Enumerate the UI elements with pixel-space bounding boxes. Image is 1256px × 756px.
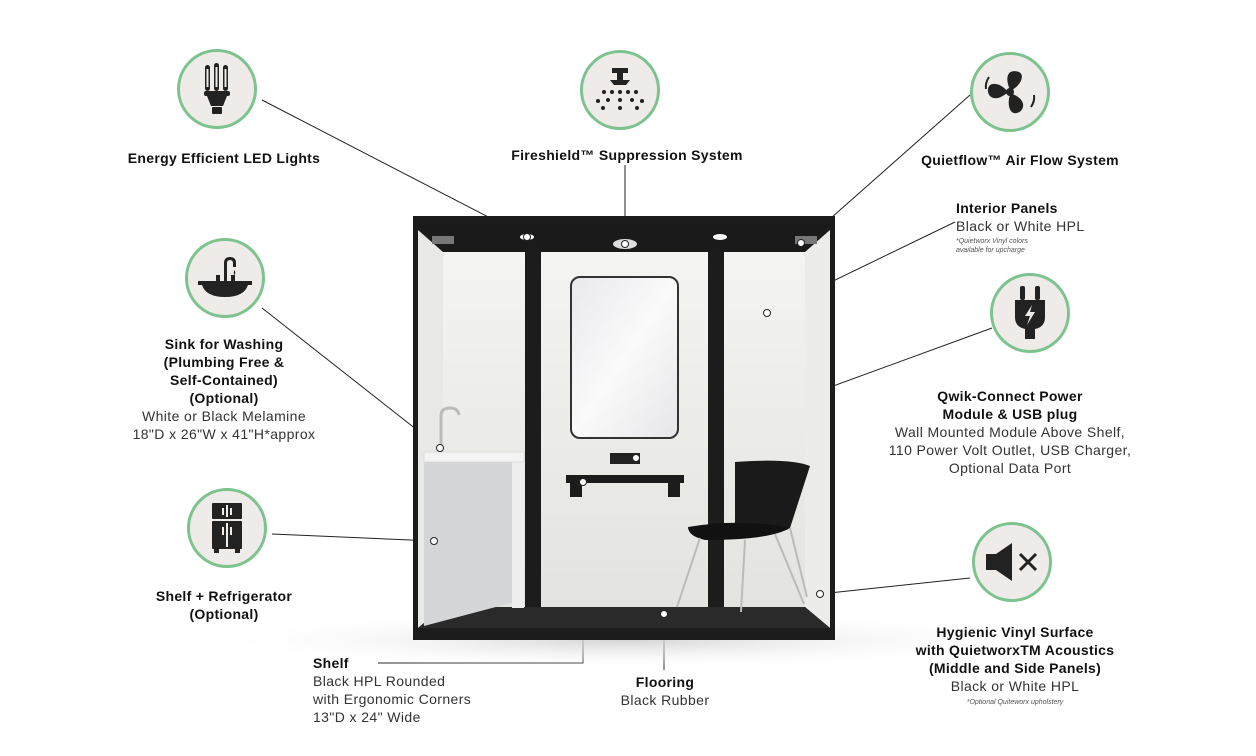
vinyl-label: Hygienic Vinyl Surface with QuietworxTM … xyxy=(885,623,1145,707)
power-label: Qwik-Connect Power Module & USB plug Wal… xyxy=(870,387,1150,477)
power-title-1: Qwik-Connect Power xyxy=(937,388,1083,404)
air-title: Quietflow™ Air Flow System xyxy=(921,152,1119,168)
panels-note-1: *Quietworx Vinyl colors xyxy=(956,238,1028,245)
sink-title-2: (Plumbing Free & xyxy=(163,354,285,370)
fire-label: Fireshield™ Suppression System xyxy=(497,146,757,164)
fan-icon xyxy=(970,52,1050,132)
vinyl-title-2: with QuietworxTM Acoustics xyxy=(915,642,1115,658)
panels-note-2: available for upcharge xyxy=(956,247,1025,254)
led-label: Energy Efficient LED Lights xyxy=(104,149,344,167)
fridge-title-1: Shelf + Refrigerator xyxy=(155,588,293,604)
power-detail-1: Wall Mounted Module Above Shelf, xyxy=(894,424,1126,440)
shelf-label: Shelf Black HPL Rounded with Ergonomic C… xyxy=(313,654,533,726)
sink-title-4: (Optional) xyxy=(189,390,259,406)
refrigerator-icon xyxy=(187,488,267,568)
plug-icon xyxy=(990,273,1070,353)
vinyl-note: *Optional Quiteworx upholstery xyxy=(966,699,1064,706)
panels-detail: Black or White HPL xyxy=(956,218,1085,234)
flooring-title: Flooring xyxy=(635,674,695,690)
sink-label: Sink for Washing (Plumbing Free & Self-C… xyxy=(104,335,344,443)
flooring-label: Flooring Black Rubber xyxy=(585,673,745,709)
shelf-detail-1: Black HPL Rounded xyxy=(313,673,446,689)
power-detail-3: Optional Data Port xyxy=(948,460,1072,476)
panels-title: Interior Panels xyxy=(956,200,1058,216)
panels-label: Interior Panels Black or White HPL *Quie… xyxy=(956,199,1136,255)
sink-title-1: Sink for Washing xyxy=(164,336,284,352)
sink-icon xyxy=(185,238,265,318)
power-title-2: Module & USB plug xyxy=(942,406,1078,422)
air-label: Quietflow™ Air Flow System xyxy=(900,151,1140,169)
sink-title-3: Self-Contained) xyxy=(170,372,278,388)
led-bulb-icon xyxy=(177,49,257,129)
fridge-title-2: (Optional) xyxy=(189,606,259,622)
vinyl-detail: Black or White HPL xyxy=(950,678,1080,694)
sink-detail-2: 18"D x 26"W x 41"H*approx xyxy=(132,426,316,442)
vinyl-title-3: (Middle and Side Panels) xyxy=(928,660,1102,676)
led-title: Energy Efficient LED Lights xyxy=(127,150,321,166)
shelf-detail-2: with Ergonomic Corners xyxy=(313,691,472,707)
vinyl-title-1: Hygienic Vinyl Surface xyxy=(936,624,1094,640)
power-detail-2: 110 Power Volt Outlet, USB Charger, xyxy=(888,442,1132,458)
shelf-title: Shelf xyxy=(313,655,349,671)
sprinkler-icon xyxy=(580,50,660,130)
fire-title: Fireshield™ Suppression System xyxy=(511,147,743,163)
sink-detail-1: White or Black Melamine xyxy=(141,408,307,424)
speaker-mute-icon xyxy=(972,522,1052,602)
flooring-detail: Black Rubber xyxy=(620,692,710,708)
fridge-label: Shelf + Refrigerator (Optional) xyxy=(114,587,334,623)
shelf-detail-3: 13"D x 24" Wide xyxy=(313,709,421,725)
